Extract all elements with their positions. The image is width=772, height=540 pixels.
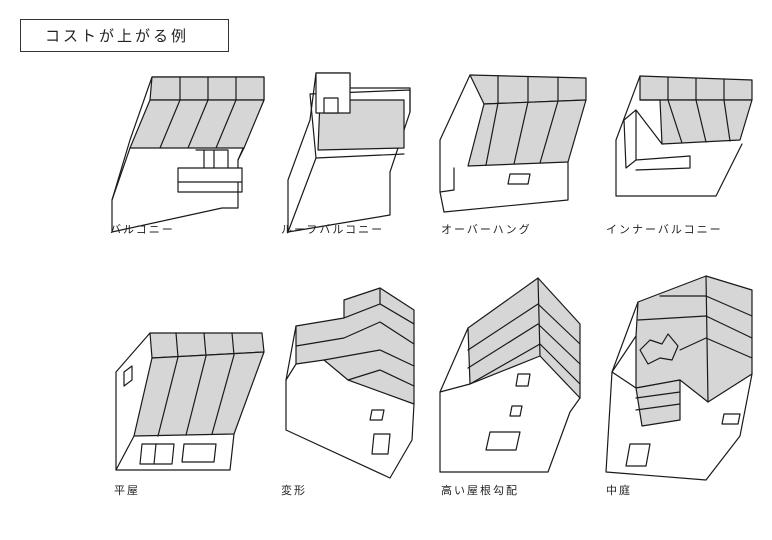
label-courtyard: 中庭: [606, 484, 632, 497]
sketch-roof-balcony: [287, 72, 411, 233]
sketch-balcony: [111, 76, 265, 233]
label-steep-roof: 高い屋根勾配: [441, 484, 519, 497]
sketch-irregular: [285, 287, 415, 479]
label-overhang: オーバーハング: [441, 223, 532, 236]
label-irregular: 変形: [281, 484, 307, 497]
diagram-title: コストが上がる例: [20, 19, 229, 52]
label-inner-balcony: インナーバルコニー: [606, 223, 723, 236]
label-single-story: 平屋: [114, 484, 140, 497]
sketch-steep-roof: [439, 277, 581, 473]
sketch-overhang: [439, 74, 587, 213]
sketch-inner-balcony: [615, 75, 753, 197]
sketch-single-story: [115, 332, 265, 471]
diagram-title-text: コストが上がる例: [45, 27, 190, 45]
label-balcony: バルコニー: [110, 223, 175, 236]
label-roof-balcony: ルーフバルコニー: [281, 223, 385, 236]
sketch-courtyard: [605, 275, 753, 481]
